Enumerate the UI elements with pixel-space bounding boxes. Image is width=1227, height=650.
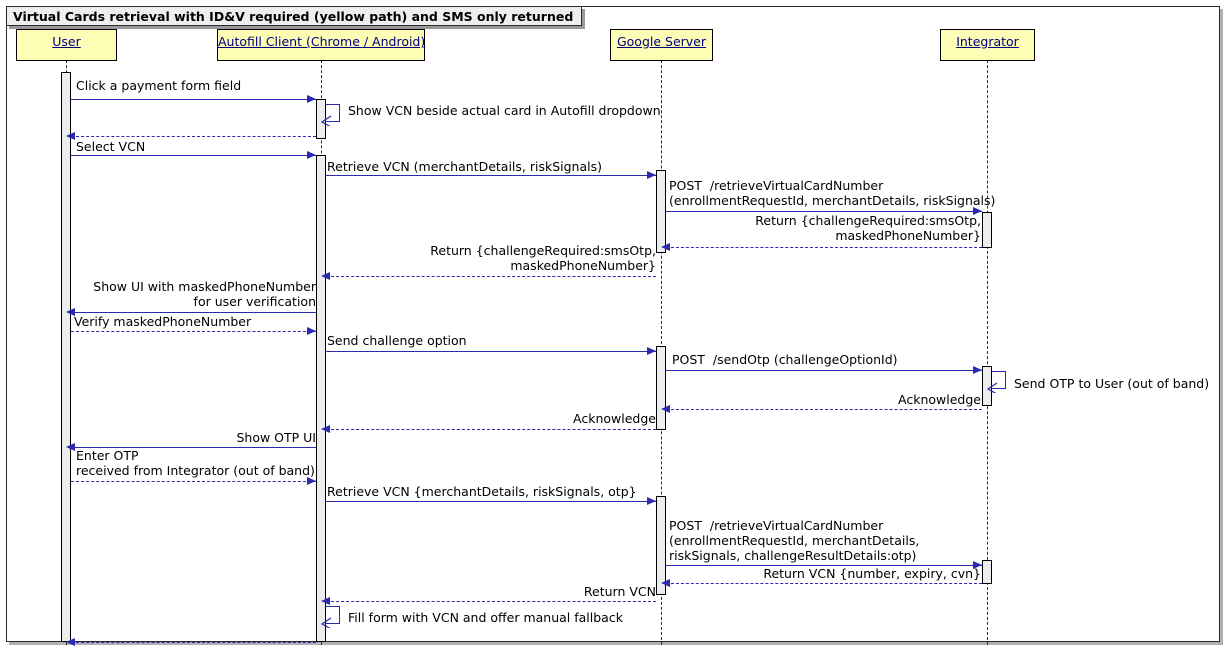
arrowhead-right-icon-11 — [647, 346, 656, 355]
message-line-3 — [71, 136, 316, 137]
message-line-17 — [71, 481, 316, 482]
self-message-loop-22 — [326, 606, 340, 624]
message-line-19 — [666, 565, 982, 566]
message-label-7: Return {challengeRequired:smsOtp, masked… — [755, 213, 981, 243]
message-label-9: Show UI with maskedPhoneNumber for user … — [93, 279, 316, 309]
message-label-16: Show OTP UI — [236, 430, 316, 445]
participant-integrator-label: Integrator — [956, 34, 1019, 49]
message-label-5: Retrieve VCN (merchantDetails, riskSigna… — [327, 159, 602, 174]
message-line-10 — [71, 331, 316, 332]
message-label-6: POST /retrieveVirtualCardNumber (enrollm… — [669, 178, 996, 208]
participant-integrator[interactable]: Integrator — [940, 29, 1035, 61]
message-label-11: Send challenge option — [327, 333, 467, 348]
arrowhead-open-left-icon-2 — [320, 114, 332, 126]
participant-autofill-client-label: Autofill Client (Chrome / Android) — [218, 34, 426, 49]
message-line-7 — [666, 247, 982, 248]
arrowhead-left-icon-21 — [321, 596, 330, 605]
self-message-loop-13 — [992, 371, 1006, 389]
participant-user-label: User — [52, 34, 81, 49]
message-line-8 — [326, 276, 656, 277]
message-label-4: Select VCN — [76, 139, 146, 154]
message-line-15 — [326, 429, 656, 430]
message-line-16 — [71, 447, 316, 448]
activation-user — [61, 72, 71, 642]
participant-google-server[interactable]: Google Server — [610, 29, 713, 61]
message-line-9 — [71, 312, 316, 313]
arrowhead-left-icon-16 — [66, 442, 75, 451]
message-label-10: Verify maskedPhoneNumber — [74, 314, 252, 329]
message-line-23 — [71, 642, 316, 643]
message-line-20 — [666, 583, 982, 584]
message-label-12: POST /sendOtp (challengeOptionId) — [672, 352, 898, 367]
activation-integrator-3 — [982, 560, 992, 584]
arrowhead-right-icon-19 — [973, 560, 982, 569]
arrowhead-left-icon-20 — [661, 578, 670, 587]
self-message-loop-2 — [326, 104, 340, 122]
arrowhead-right-icon-12 — [973, 365, 982, 374]
message-label-20: Return VCN {number, expiry, cvn} — [763, 566, 981, 581]
activation-integrator-1 — [982, 212, 992, 248]
lifeline-integrator — [987, 30, 988, 645]
arrowhead-right-icon-6 — [973, 206, 982, 215]
message-label-19: POST /retrieveVirtualCardNumber (enrollm… — [669, 518, 920, 563]
message-line-1 — [71, 99, 316, 100]
message-label-15: Acknowledge — [573, 411, 656, 426]
activation-google-3 — [656, 496, 666, 595]
message-label-8: Return {challengeRequired:smsOtp, masked… — [430, 243, 656, 273]
message-label-14: Acknowledge — [898, 392, 981, 407]
message-label-18: Retrieve VCN {merchantDetails, riskSigna… — [327, 484, 637, 499]
arrowhead-open-left-icon-22 — [320, 616, 332, 628]
arrowhead-left-icon-14 — [661, 404, 670, 413]
message-line-18 — [326, 501, 656, 502]
message-line-12 — [666, 370, 982, 371]
diagram-title: Virtual Cards retrieval with ID&V requir… — [6, 6, 583, 26]
participant-autofill-client[interactable]: Autofill Client (Chrome / Android) — [217, 29, 425, 61]
arrowhead-left-icon-8 — [321, 271, 330, 280]
arrowhead-right-icon-4 — [307, 150, 316, 159]
message-label-1: Click a payment form field — [76, 78, 242, 93]
participant-user[interactable]: User — [16, 29, 117, 61]
arrowhead-left-icon-3 — [66, 131, 75, 140]
message-line-6 — [666, 211, 982, 212]
message-line-21 — [326, 601, 656, 602]
message-line-5 — [326, 175, 656, 176]
arrowhead-right-icon-17 — [307, 476, 316, 485]
activation-autofill-2 — [316, 155, 326, 642]
arrowhead-left-icon-9 — [66, 307, 75, 316]
message-label-2: Show VCN beside actual card in Autofill … — [348, 103, 661, 118]
arrowhead-right-icon-1 — [307, 94, 316, 103]
diagram-frame — [6, 6, 1220, 642]
lifeline-google — [661, 30, 662, 645]
activation-google-1 — [656, 170, 666, 253]
message-line-11 — [326, 351, 656, 352]
arrowhead-right-icon-18 — [647, 496, 656, 505]
message-label-21: Return VCN — [583, 584, 656, 599]
message-label-22: Fill form with VCN and offer manual fall… — [348, 610, 623, 625]
arrowhead-right-icon-5 — [647, 170, 656, 179]
message-label-17: Enter OTP received from Integrator (out … — [76, 448, 315, 478]
arrowhead-left-icon-23 — [66, 637, 75, 646]
activation-google-2 — [656, 346, 666, 430]
arrowhead-open-left-icon-13 — [986, 381, 998, 393]
arrowhead-left-icon-15 — [321, 424, 330, 433]
arrowhead-right-icon-10 — [307, 326, 316, 335]
message-line-4 — [71, 155, 316, 156]
arrowhead-left-icon-7 — [661, 242, 670, 251]
message-line-14 — [666, 409, 982, 410]
message-label-13: Send OTP to User (out of band) — [1014, 376, 1210, 391]
participant-google-server-label: Google Server — [616, 34, 707, 49]
